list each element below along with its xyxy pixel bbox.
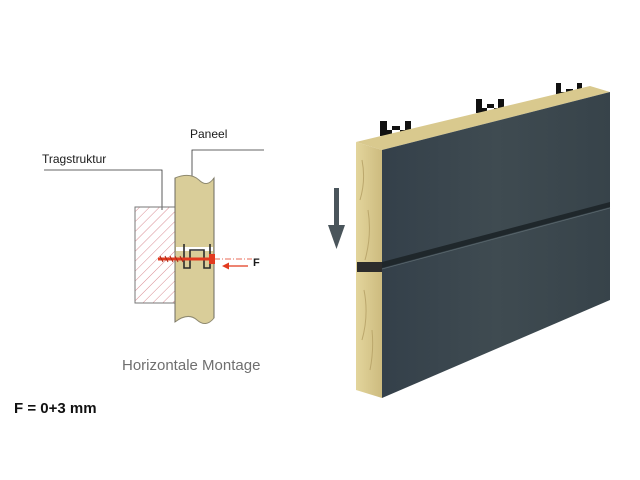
label-force: F (253, 257, 260, 269)
panel-top-edge (356, 86, 610, 150)
panel-joint (176, 247, 213, 251)
section-detail (44, 149, 264, 324)
panel-3d (356, 83, 611, 398)
figure-caption: Horizontale Montage (122, 357, 261, 374)
label-tragstruktur: Tragstruktur (42, 152, 107, 166)
panel-face (382, 92, 610, 398)
force-arrow (222, 262, 248, 270)
leader-paneel (191, 149, 264, 178)
tolerance-formula: F = 0+3 mm (14, 400, 97, 417)
leader-tragstruktur (44, 169, 163, 210)
side-joint (357, 262, 383, 272)
screw (158, 254, 215, 264)
label-paneel: Paneel (190, 127, 228, 141)
down-arrow (328, 188, 345, 249)
support-structure (134, 206, 176, 304)
clip-bracket (183, 244, 211, 269)
face-joint (382, 202, 610, 268)
